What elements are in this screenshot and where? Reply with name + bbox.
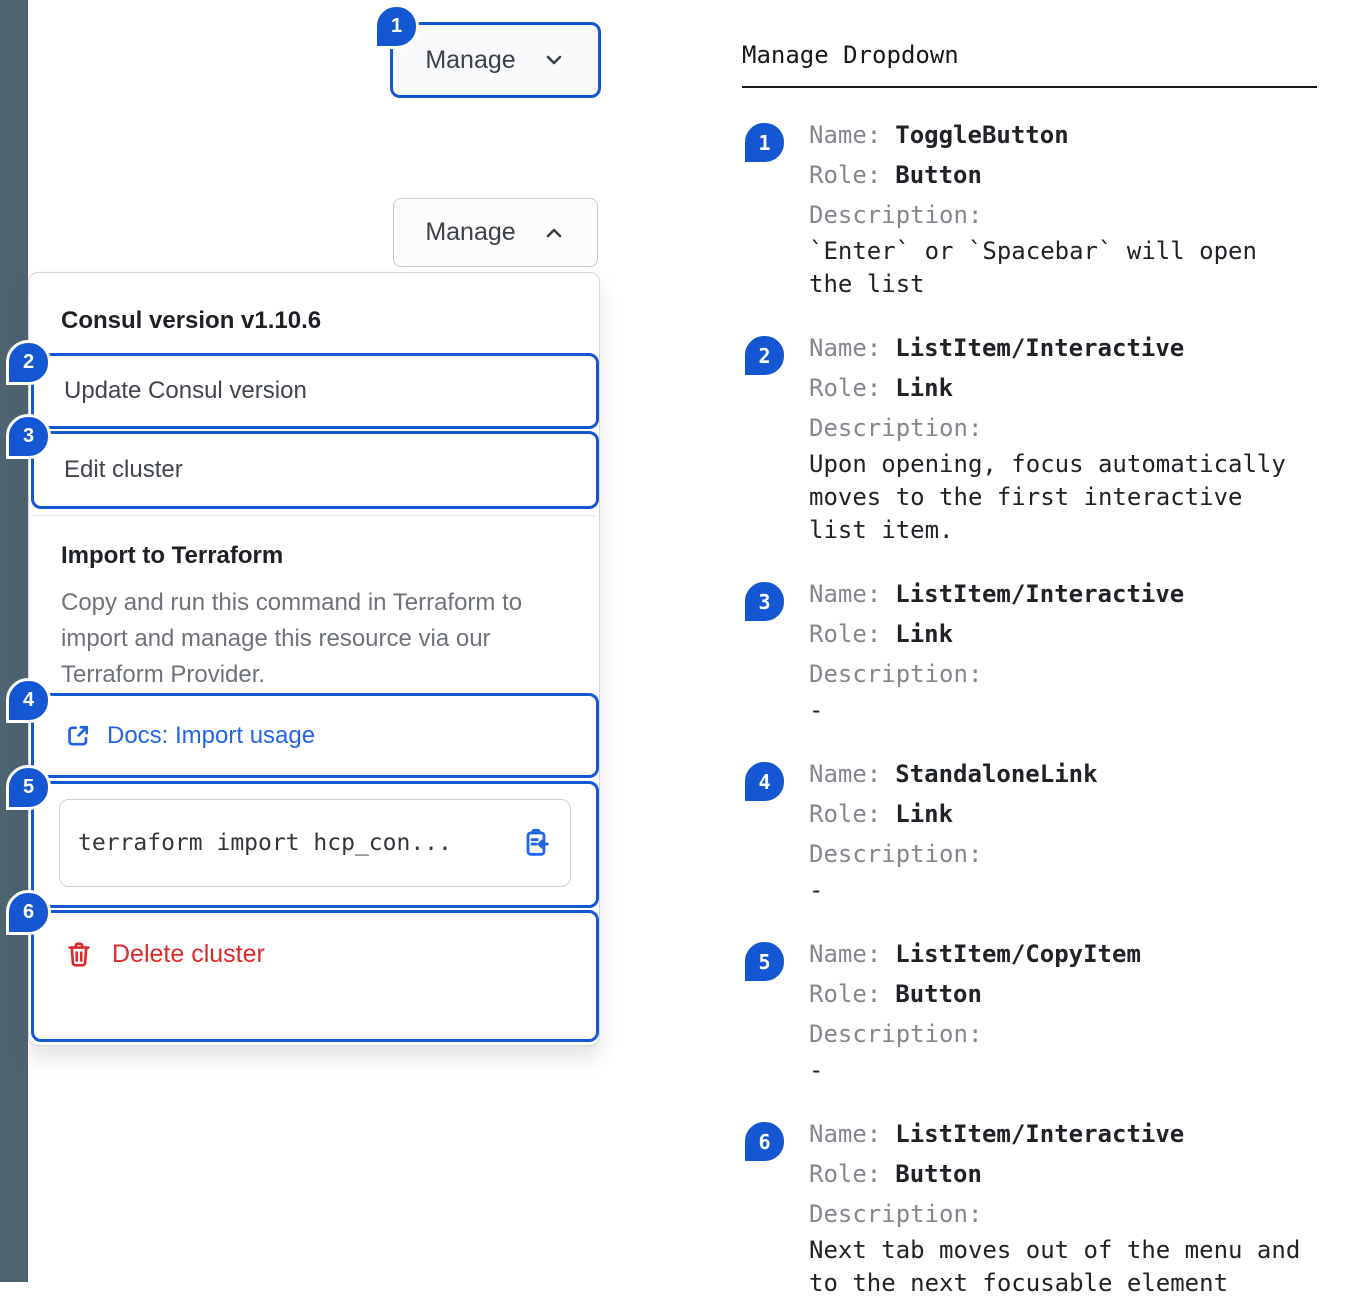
manage-dropdown-menu: Consul version v1.10.6 Update Consul ver… xyxy=(28,272,600,1046)
spec-entry: 1 Name:ToggleButton Role:Button Descript… xyxy=(742,115,1322,301)
annotation-badge-2: 2 xyxy=(742,333,787,378)
annotation-badge-1: 1 xyxy=(374,4,419,49)
spec-rule xyxy=(742,86,1317,88)
menu-item-docs-import-usage[interactable]: Docs: Import usage xyxy=(31,693,599,778)
spec-entry: 4 Name:StandaloneLink Role:Link Descript… xyxy=(742,754,1322,907)
spec-panel: Manage Dropdown 1 Name:ToggleButton Role… xyxy=(742,40,1322,1300)
spec-title: Manage Dropdown xyxy=(742,41,959,69)
spec-entry: 6 Name:ListItem/Interactive Role:Button … xyxy=(742,1114,1322,1300)
annotation-badge-5: 5 xyxy=(6,765,51,810)
consul-version-label: Consul version v1.10.6 xyxy=(61,307,322,334)
import-section-title: Import to Terraform xyxy=(61,542,284,569)
annotation-badge-4: 4 xyxy=(6,678,51,723)
spec-entry: 3 Name:ListItem/Interactive Role:Link De… xyxy=(742,574,1322,727)
annotation-badge-1: 1 xyxy=(742,120,787,165)
delete-cluster-label: Delete cluster xyxy=(112,939,265,968)
clipboard-copy-icon[interactable] xyxy=(520,827,552,859)
terraform-command-text: terraform import hcp_con... xyxy=(78,830,452,856)
spec-entry: 5 Name:ListItem/CopyItem Role:Button Des… xyxy=(742,934,1322,1087)
menu-item-edit-cluster[interactable]: Edit cluster xyxy=(31,431,599,509)
docs-link-label: Docs: Import usage xyxy=(107,721,316,749)
annotation-badge-6: 6 xyxy=(6,890,51,935)
import-section-description: Copy and run this command in Terraform t… xyxy=(61,589,523,688)
menu-item-update-consul-version[interactable]: Update Consul version xyxy=(31,353,599,429)
sidebar-strip xyxy=(0,0,28,1282)
annotation-badge-6: 6 xyxy=(742,1119,787,1164)
annotation-badge-5: 5 xyxy=(742,939,787,984)
annotation-badge-2: 2 xyxy=(6,340,51,385)
trash-icon xyxy=(64,939,94,969)
annotation-badge-3: 3 xyxy=(6,414,51,459)
manage-toggle-label: Manage xyxy=(425,45,516,74)
chevron-up-icon xyxy=(542,221,566,245)
chevron-down-icon xyxy=(542,48,566,72)
annotation-badge-4: 4 xyxy=(742,759,787,804)
menu-divider xyxy=(33,515,595,516)
terraform-command-field[interactable]: terraform import hcp_con... xyxy=(59,799,571,887)
annotation-badge-3: 3 xyxy=(742,579,787,624)
manage-toggle-label: Manage xyxy=(425,218,516,246)
manage-toggle-button-expanded[interactable]: Manage xyxy=(393,198,598,267)
menu-item-delete-cluster[interactable]: Delete cluster xyxy=(31,910,599,1042)
manage-toggle-button[interactable]: Manage xyxy=(390,22,601,98)
spec-entry: 2 Name:ListItem/Interactive Role:Link De… xyxy=(742,328,1322,547)
external-link-icon xyxy=(64,722,92,750)
